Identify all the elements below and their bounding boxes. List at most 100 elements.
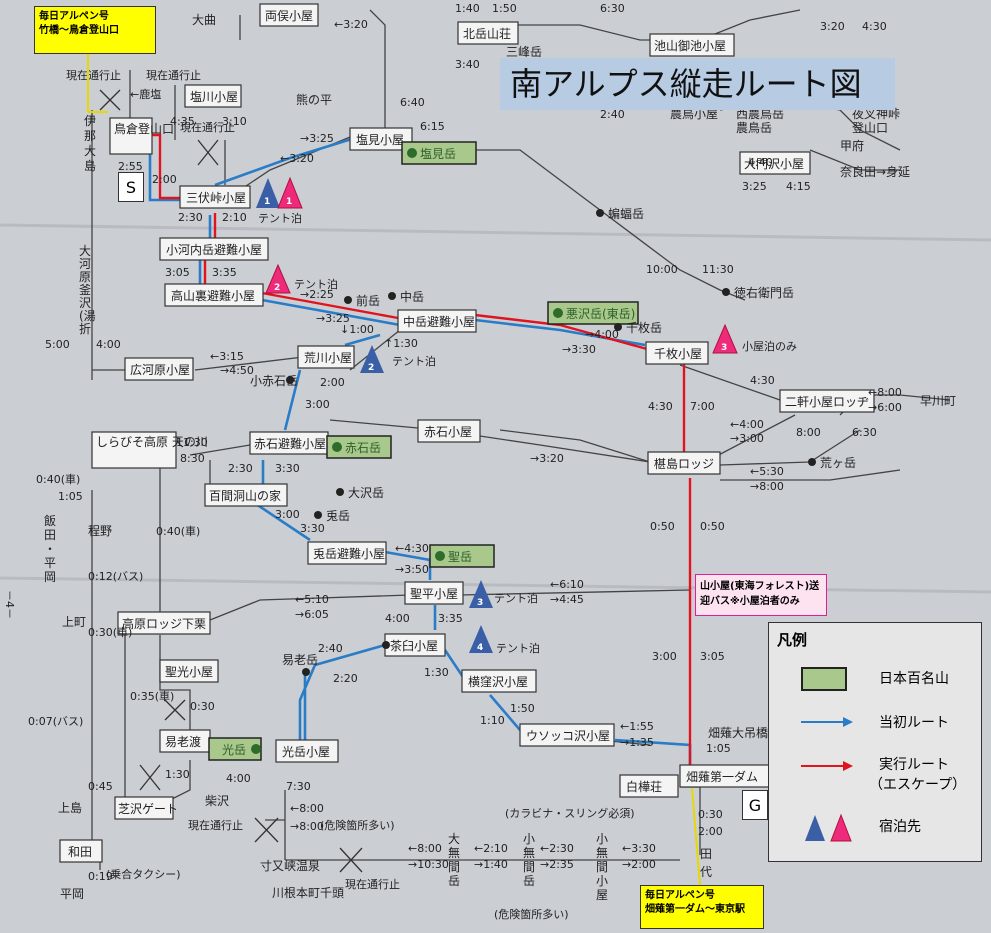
svg-text:寸又峡温泉: 寸又峡温泉 — [260, 859, 320, 873]
hyakumeizan-hijiri: 聖岳 — [429, 544, 495, 568]
svg-text:→6:00: →6:00 — [868, 401, 902, 414]
svg-text:早川町: 早川町 — [920, 394, 956, 408]
svg-text:兎岳: 兎岳 — [326, 509, 350, 523]
svg-text:→3:20: →3:20 — [530, 452, 564, 465]
svg-text:赤石小屋: 赤石小屋 — [424, 425, 472, 439]
svg-text:代: 代 — [700, 865, 712, 879]
svg-text:3:20: 3:20 — [820, 20, 845, 33]
svg-text:←8:00: ←8:00 — [290, 802, 324, 815]
svg-text:7:30: 7:30 — [286, 780, 311, 793]
svg-text:10:00: 10:00 — [646, 263, 678, 276]
hut-shirakaba: 白樺荘 — [619, 774, 679, 798]
svg-text:4:00: 4:00 — [385, 612, 410, 625]
svg-text:0:50: 0:50 — [650, 520, 675, 533]
svg-text:大曲: 大曲 — [192, 13, 216, 27]
svg-text:←5:30: ←5:30 — [750, 465, 784, 478]
svg-text:川根本町千頭: 川根本町千頭 — [272, 886, 344, 900]
start-bus-note: 毎日アルペン号 竹橋～鳥倉登山口 — [34, 6, 156, 54]
svg-text:広河原小屋: 広河原小屋 — [130, 363, 190, 377]
svg-text:間: 間 — [596, 860, 608, 874]
svg-text:2:00: 2:00 — [320, 376, 345, 389]
svg-text:屋: 屋 — [596, 888, 608, 902]
hut-nikenlodge: 二軒小屋ロッヂ — [779, 389, 875, 413]
svg-text:0:12(バス): 0:12(バス) — [88, 570, 143, 583]
svg-text:(危険箇所多い): (危険箇所多い) — [494, 907, 569, 921]
svg-text:徳右衛門岳: 徳右衛門岳 — [734, 285, 794, 300]
svg-text:2:20: 2:20 — [333, 672, 358, 685]
svg-text:2:30: 2:30 — [228, 462, 253, 475]
hut-hijiri: 聖平小屋 — [404, 581, 464, 605]
svg-text:上町: 上町 — [62, 615, 86, 629]
svg-text:光岳: 光岳 — [222, 743, 246, 757]
svg-text:3:10: 3:10 — [222, 115, 247, 128]
svg-text:3:30: 3:30 — [275, 462, 300, 475]
hut-usokko: ウソッコ沢小屋 — [519, 723, 615, 747]
svg-text:・: ・ — [44, 542, 56, 556]
svg-text:0:30(車): 0:30(車) — [88, 625, 132, 639]
hut-hikari: 光岳小屋 — [275, 739, 339, 763]
svg-text:→2:35: →2:35 — [540, 858, 574, 871]
legend: 凡例 日本百名山 当初ルート 実行ルート （エスケープ） 宿泊先 — [768, 622, 982, 862]
svg-text:大: 大 — [79, 244, 91, 258]
svg-text:←4:30: ←4:30 — [395, 542, 429, 555]
svg-text:赤石避難小屋: 赤石避難小屋 — [254, 436, 326, 451]
hut-hyakken: 百間洞山の家 — [204, 483, 288, 507]
notes: 現在通行止 現在通行止 現在通行止 ←鹿塩 現在通行止 現在通行止 (危険箇所多… — [66, 69, 635, 921]
hut-chausu: 茶臼小屋 — [384, 633, 446, 657]
svg-text:畑薙大吊橋: 畑薙大吊橋 — [708, 726, 768, 740]
svg-text:中岳避難小屋: 中岳避難小屋 — [403, 314, 475, 329]
svg-text:→3:50: →3:50 — [395, 563, 429, 576]
legend-actual-line1: 実行ルート — [879, 757, 949, 773]
svg-text:8:30: 8:30 — [180, 452, 205, 465]
svg-text:小: 小 — [596, 874, 608, 888]
svg-text:3:00: 3:00 — [652, 650, 677, 663]
svg-text:無: 無 — [448, 845, 460, 860]
svg-text:←鹿塩: ←鹿塩 — [130, 87, 161, 101]
shuttle-bus-line2: 迎バス※小屋泊者のみ — [700, 596, 800, 607]
svg-text:程野: 程野 — [88, 523, 112, 538]
svg-text:(乗合タクシー): (乗合タクシー) — [106, 867, 181, 881]
svg-text:両俣小屋: 両俣小屋 — [265, 9, 313, 23]
svg-text:0:40(車): 0:40(車) — [156, 524, 200, 538]
svg-text:前岳: 前岳 — [356, 293, 380, 308]
svg-text:池山御池小屋: 池山御池小屋 — [654, 38, 726, 53]
svg-text:3: 3 — [721, 343, 727, 353]
svg-text:4:00: 4:00 — [96, 338, 121, 351]
svg-text:田: 田 — [44, 528, 56, 542]
svg-text:6:40: 6:40 — [400, 96, 425, 109]
svg-text:(湯: (湯 — [79, 309, 96, 323]
svg-text:6:15: 6:15 — [420, 120, 445, 133]
hut-shibasawa: 芝沢ゲート — [114, 796, 178, 820]
legend-planned-label: 当初ルート — [879, 715, 949, 731]
svg-text:(カラビナ・スリング必須): (カラビナ・スリング必須) — [505, 806, 635, 820]
svg-text:4:40: 4:40 — [748, 156, 773, 169]
svg-text:テント泊: テント泊 — [294, 278, 338, 291]
hyakumeizan-akaishi: 赤石岳 — [326, 435, 392, 459]
svg-text:ウソッコ沢小屋: ウソッコ沢小屋 — [526, 729, 610, 743]
svg-text:←4:00: ←4:00 — [730, 418, 764, 431]
svg-text:折: 折 — [79, 321, 91, 336]
svg-text:千枚小屋: 千枚小屋 — [654, 346, 702, 361]
svg-text:→10:30: →10:30 — [408, 858, 449, 871]
shuttle-bus-line1: 山小屋(東海フォレスト)送 — [700, 581, 820, 592]
svg-text:3: 3 — [477, 598, 483, 608]
svg-text:1:50: 1:50 — [510, 702, 535, 715]
svg-text:現在通行止: 現在通行止 — [180, 121, 235, 134]
svg-text:←2:10: ←2:10 — [474, 842, 508, 855]
svg-text:→4:00: →4:00 — [585, 328, 619, 341]
svg-text:大: 大 — [84, 144, 96, 158]
svg-text:3:35: 3:35 — [438, 612, 463, 625]
end-bus-note: 毎日アルペン号 畑薙第一ダム～東京駅 — [640, 885, 764, 929]
end-bus-line2: 畑薙第一ダム～東京駅 — [645, 904, 745, 915]
svg-text:2:30: 2:30 — [178, 211, 203, 224]
svg-text:現在通行止: 現在通行止 — [66, 69, 121, 82]
svg-text:上島: 上島 — [58, 800, 82, 815]
svg-text:4:15: 4:15 — [786, 180, 811, 193]
svg-text:悪沢岳(東岳): 悪沢岳(東岳) — [566, 307, 635, 321]
svg-text:→3:25: →3:25 — [300, 132, 334, 145]
legend-title: 凡例 — [777, 631, 808, 649]
svg-text:現在通行止: 現在通行止 — [146, 69, 201, 82]
svg-text:荒ヶ岳: 荒ヶ岳 — [820, 456, 856, 470]
hut-sanpukutoge: 三伏峠小屋 — [179, 185, 251, 209]
svg-text:→4:50: →4:50 — [220, 364, 254, 377]
